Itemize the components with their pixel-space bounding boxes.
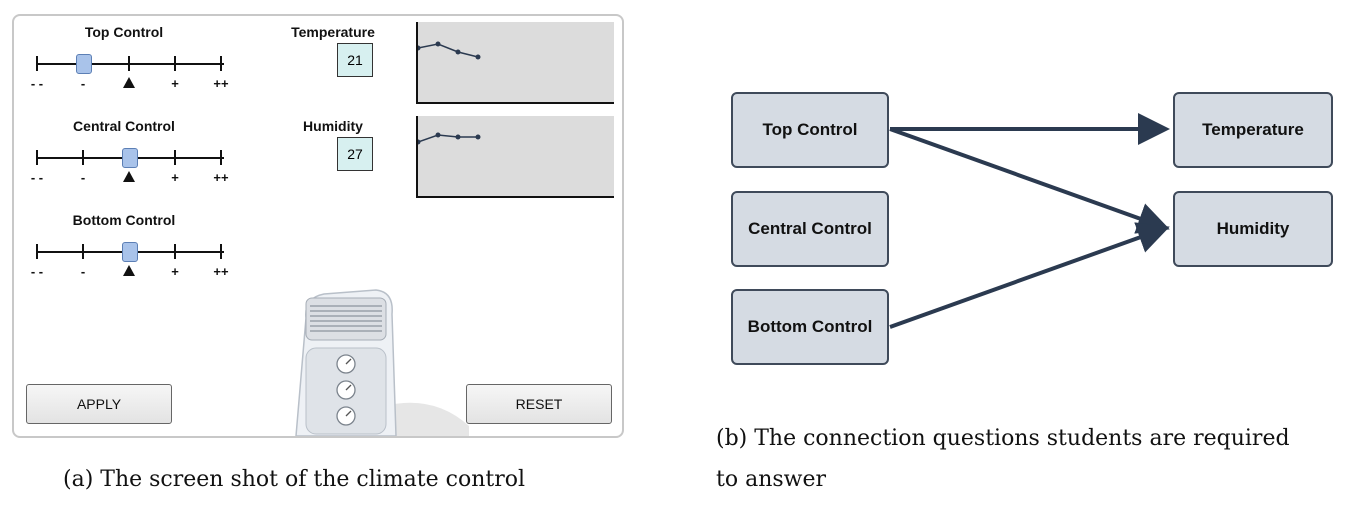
tick-label-minus-minus: - - (30, 170, 44, 185)
slider-thumb[interactable] (122, 148, 138, 168)
tick-label-minus-minus: - - (30, 264, 44, 279)
top-control-slider[interactable]: Top Control - - - + ++ (24, 24, 229, 91)
trend-point (435, 41, 441, 47)
tick-label-plus-plus: ++ (213, 76, 229, 91)
humidity-label: Humidity (303, 118, 363, 134)
node-top-control: Top Control (731, 92, 889, 168)
trend-point (455, 134, 461, 140)
caption-b-line2: to answer (716, 467, 827, 492)
slider-thumb[interactable] (122, 242, 138, 262)
slider-tick (128, 56, 130, 71)
node-bottom-control: Bottom Control (731, 289, 889, 365)
center-marker-icon (123, 77, 135, 88)
slider-title: Bottom Control (72, 212, 176, 228)
edge-bottom-to-humidity (889, 222, 1170, 329)
tick-label-plus: + (171, 170, 179, 185)
slider-track (36, 63, 224, 65)
slider-tick (220, 244, 222, 259)
caption-a: (a) The screen shot of the climate contr… (63, 467, 525, 492)
trend-point (455, 49, 461, 55)
trend-point (418, 45, 421, 51)
edge-top-to-humidity (889, 127, 1170, 234)
slider-tick (82, 244, 84, 259)
tick-label-plus: + (171, 264, 179, 279)
air-conditioner-icon (295, 289, 469, 436)
tick-label-minus: - (80, 264, 86, 279)
caption-b-line1: (b) The connection questions students ar… (716, 426, 1290, 451)
slider-tick (220, 56, 222, 71)
trend-point (475, 54, 481, 60)
apply-button[interactable]: APPLY (26, 384, 172, 424)
temperature-trend-line (418, 43, 479, 58)
slider-tick (36, 56, 38, 71)
node-temperature: Temperature (1173, 92, 1333, 168)
bottom-control-slider[interactable]: Bottom Control - - - + ++ (24, 212, 229, 279)
climate-control-panel: Top Control - - - + ++ Central Control -… (12, 14, 624, 438)
humidity-value: 27 (337, 137, 373, 171)
humidity-trend-line (418, 134, 478, 143)
slider-title: Central Control (73, 118, 175, 134)
slider-tick (36, 244, 38, 259)
tick-label-minus-minus: - - (30, 76, 44, 91)
central-control-slider[interactable]: Central Control - - - + ++ (24, 118, 229, 185)
slider-tick (174, 56, 176, 71)
tick-label-plus-plus: ++ (213, 170, 229, 185)
node-humidity: Humidity (1173, 191, 1333, 267)
tick-label-minus: - (80, 170, 86, 185)
slider-title: Top Control (84, 24, 164, 40)
center-marker-icon (123, 171, 135, 182)
slider-thumb[interactable] (76, 54, 92, 74)
humidity-graph (416, 116, 614, 198)
temperature-label: Temperature (291, 24, 375, 40)
node-central-control: Central Control (731, 191, 889, 267)
slider-tick (82, 150, 84, 165)
trend-point (435, 132, 441, 138)
tick-label-plus: + (171, 76, 179, 91)
tick-label-minus: - (80, 76, 86, 91)
temperature-value: 21 (337, 43, 373, 77)
trend-point (418, 139, 421, 145)
tick-label-plus-plus: ++ (213, 264, 229, 279)
slider-tick (220, 150, 222, 165)
slider-tick (174, 150, 176, 165)
temperature-graph (416, 22, 614, 104)
slider-tick (36, 150, 38, 165)
reset-button[interactable]: RESET (466, 384, 612, 424)
center-marker-icon (123, 265, 135, 276)
trend-point (475, 134, 481, 140)
slider-tick (174, 244, 176, 259)
